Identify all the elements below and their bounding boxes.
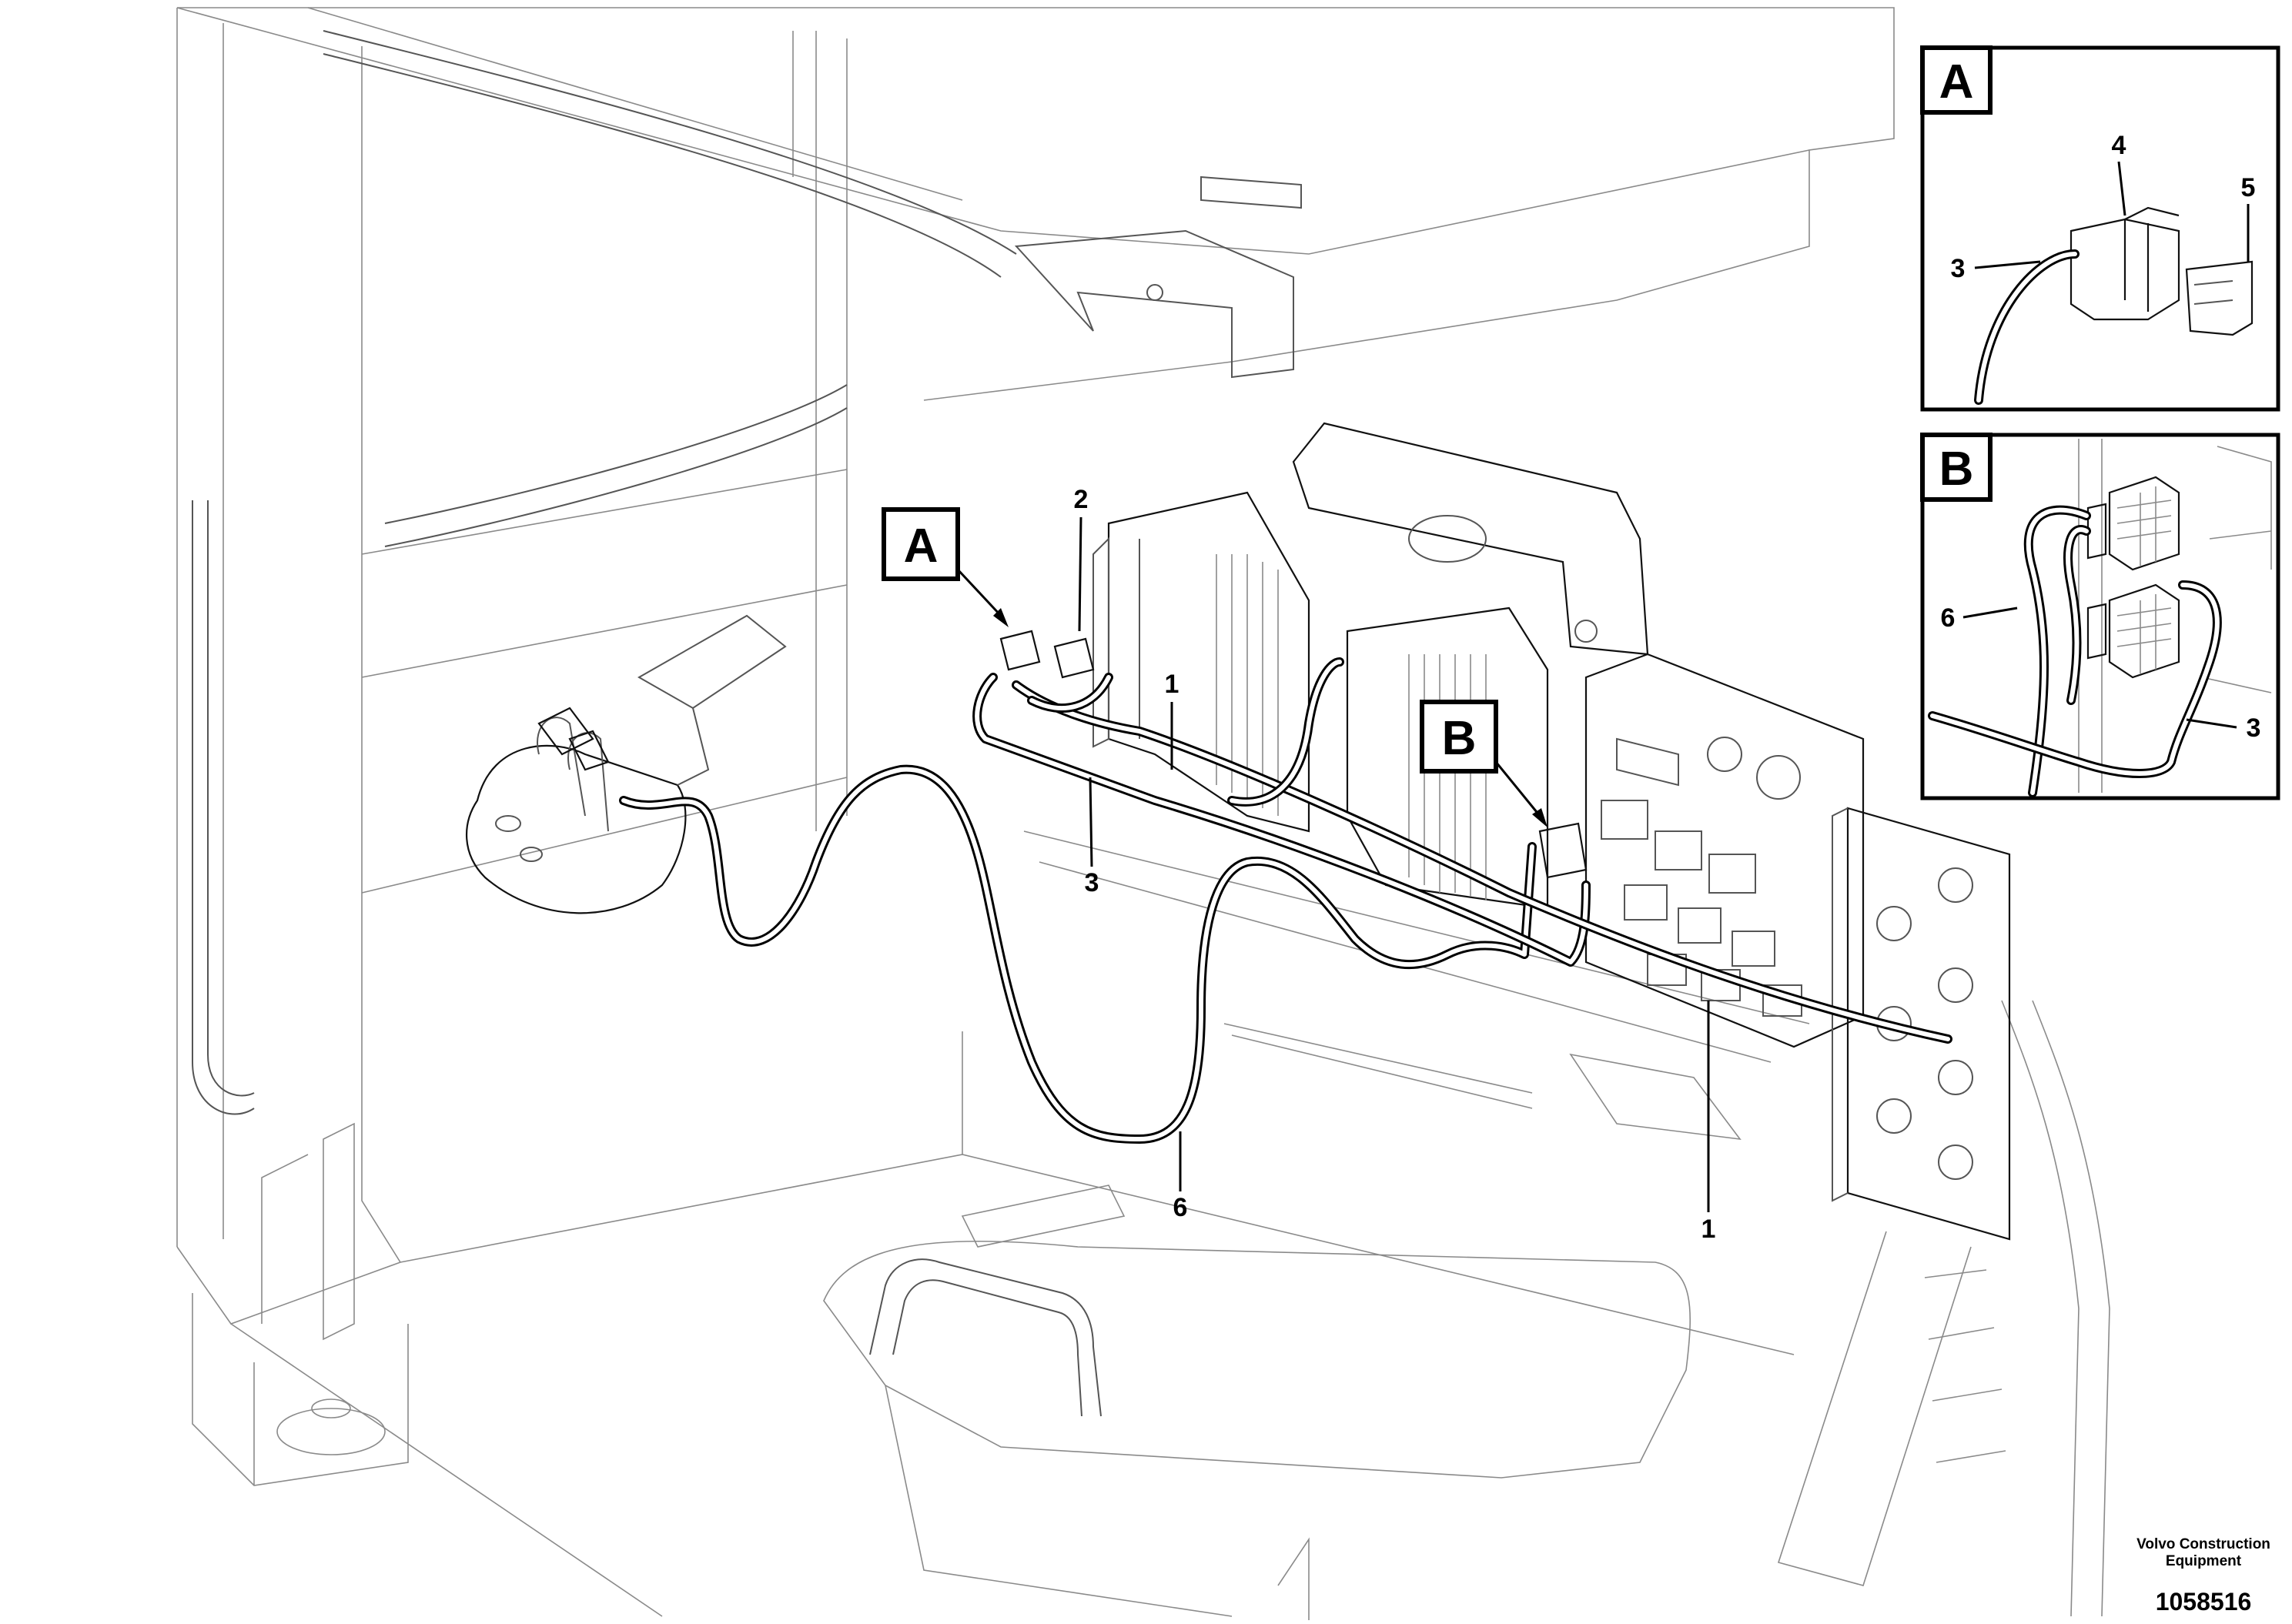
- document-number: 1058516: [2155, 1588, 2252, 1616]
- part-label-2: 2: [1074, 485, 1089, 514]
- connector-pair-a: [999, 630, 1095, 679]
- callout-b: B: [1420, 700, 1548, 827]
- joystick-console: [465, 614, 787, 914]
- detail-b-label-6: 6: [1941, 603, 1956, 633]
- wiring-harness: [619, 657, 1952, 1144]
- connector-b: [1538, 822, 1588, 879]
- control-unit-left: [1092, 491, 1310, 833]
- callout-a: A: [882, 507, 1009, 627]
- detail-b-letter: B: [1939, 443, 1974, 496]
- upper-harness-bracket: [1292, 422, 1649, 656]
- part-label-6: 6: [1173, 1193, 1188, 1222]
- detail-a-label-3: 3: [1951, 254, 1966, 283]
- console-switch: [537, 707, 610, 771]
- part-label-1-upper: 1: [1165, 670, 1179, 699]
- callout-b-letter: B: [1442, 712, 1477, 765]
- detail-view-b: B 6 3: [1920, 433, 2280, 800]
- brand-name: Volvo Construction Equipment: [2136, 1536, 2270, 1569]
- detail-b-label-3: 3: [2247, 713, 2261, 743]
- part-label-1-lower: 1: [1701, 1215, 1716, 1244]
- side-cover-panel: [1832, 807, 2011, 1241]
- relay-board: [1584, 653, 1865, 1048]
- detail-a-letter: A: [1939, 55, 1974, 109]
- detail-view-a: A 4 5 3: [1920, 45, 2280, 412]
- cab-frame: [176, 7, 2110, 1620]
- part-label-3: 3: [1085, 868, 1099, 897]
- detail-a-label-5: 5: [2241, 173, 2256, 202]
- callout-a-letter: A: [904, 520, 939, 573]
- upper-mounting-bracket: [1014, 175, 1302, 379]
- part-labels-main: 2 1 3 6 1: [1074, 485, 1716, 1244]
- detail-a-label-4: 4: [2112, 131, 2126, 160]
